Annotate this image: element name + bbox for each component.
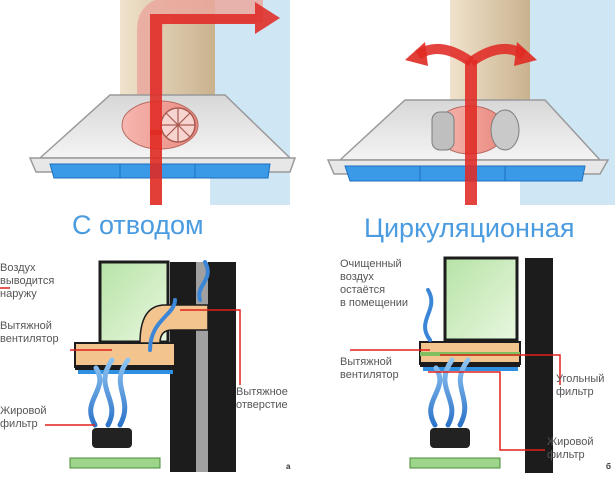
- grease-filter-label: Жировой фильтр: [0, 405, 47, 430]
- carbon-filter-strip: [420, 352, 520, 356]
- airflow-arrow-up: [150, 130, 162, 205]
- recirculating-schematic: [350, 256, 561, 473]
- wall-block-outer: [208, 262, 236, 472]
- cooking-pot: [92, 428, 132, 448]
- air-out-label: Воздух выводится наружу: [0, 262, 55, 300]
- corner-mark-a: а: [286, 462, 291, 471]
- wall-block-right: [525, 258, 553, 473]
- airflow-arrow-up-right: [465, 60, 477, 205]
- recirculating-caption: Циркуляционная: [364, 213, 575, 243]
- airflow-arrow-left: [405, 42, 428, 66]
- airflow-arrow-out: [150, 2, 280, 135]
- stove-top: [69, 457, 161, 469]
- corner-mark-b: б: [606, 462, 611, 471]
- wall-cabinet-right: [443, 256, 519, 342]
- ducted-hood-illustration: [0, 0, 300, 205]
- clean-air-label: Очищенный воздух остаётся в помещении: [340, 258, 409, 309]
- cooking-pot-right: [430, 428, 470, 448]
- ducted-schematic: [0, 260, 241, 472]
- carbon-filter-label: Угольный фильтр: [556, 373, 605, 398]
- steam-flow: [88, 357, 131, 428]
- fan-label: Вытяжной вентилятор: [0, 320, 59, 345]
- stove-top-right: [409, 457, 501, 469]
- fan-label-right: Вытяжной вентилятор: [340, 356, 399, 381]
- grease-filter-label-right: Жировой фильтр: [547, 436, 594, 461]
- grease-filter-leader-right: [428, 371, 545, 451]
- carbon-filter-right-icon: [490, 109, 520, 151]
- carbon-filter-leader: [440, 354, 561, 385]
- vent-hole-label: Вытяжное отверстие: [236, 386, 288, 411]
- vent-hole-leader: [180, 309, 241, 385]
- airflow-arrow-right: [514, 42, 537, 66]
- carbon-filter-left-icon: [431, 111, 455, 151]
- recirculating-hood-illustration: [326, 0, 615, 205]
- ducted-caption: С отводом: [72, 210, 204, 240]
- steam-flow-right: [428, 357, 471, 428]
- grease-filter-strip: [78, 370, 173, 374]
- exhaust-duct-schematic: [139, 304, 209, 344]
